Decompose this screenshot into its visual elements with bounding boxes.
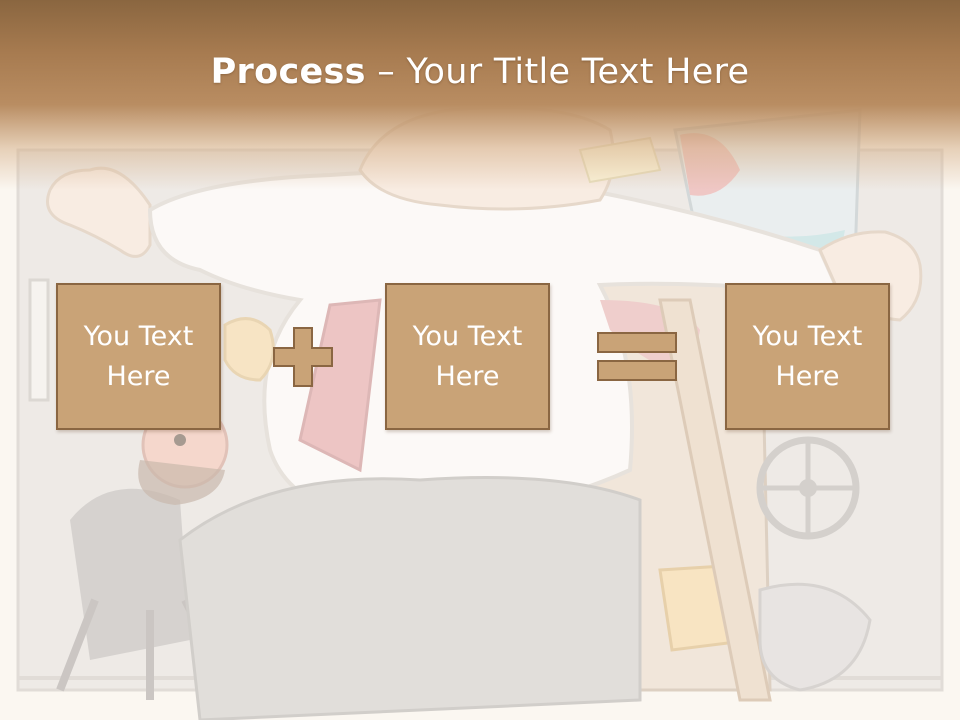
process-result-box[interactable]: You Text Here	[725, 283, 890, 430]
process-step-text-2: You Text Here	[412, 320, 523, 392]
process-result-text: You Text Here	[752, 320, 863, 392]
title-banner	[0, 0, 960, 190]
plus-icon	[273, 327, 333, 387]
title-dash: –	[365, 52, 407, 92]
slide-title: Process – Your Title Text Here	[0, 52, 960, 92]
equals-icon	[597, 332, 677, 381]
title-bold-part: Process	[210, 52, 366, 92]
title-rest: Your Title Text Here	[406, 52, 750, 92]
process-step-box-1[interactable]: You Text Here	[56, 283, 221, 430]
process-step-box-2[interactable]: You Text Here	[385, 283, 550, 430]
process-step-text-1: You Text Here	[83, 320, 194, 392]
